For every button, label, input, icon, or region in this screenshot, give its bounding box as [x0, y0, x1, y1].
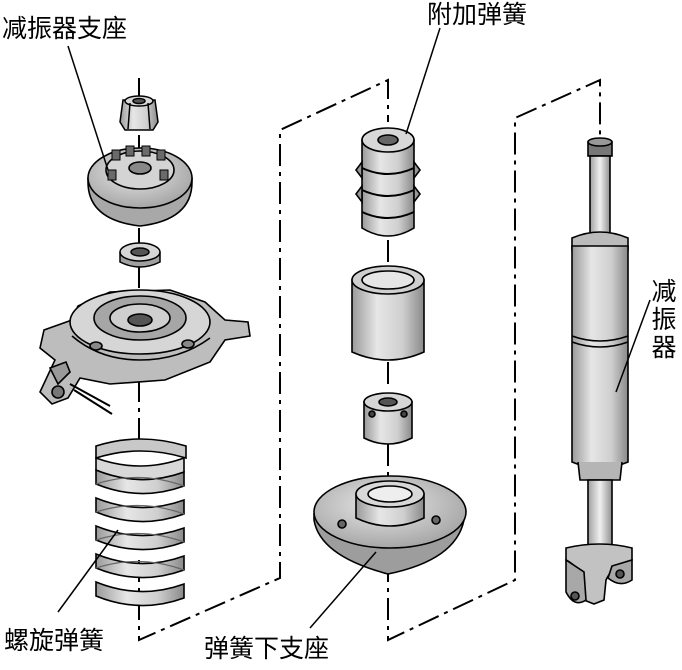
coil-spring-part: [95, 438, 187, 607]
shock-absorber-label: 减振器: [651, 277, 677, 362]
lower-spring-seat-label: 弹簧下支座: [204, 634, 330, 663]
stop-bushing: [363, 392, 413, 445]
lower-spring-seat-part: [313, 475, 467, 575]
strut-mount-label: 减振器支座: [2, 14, 128, 43]
aux-spring-part: [355, 127, 421, 237]
mount-housing: [39, 289, 251, 415]
shock-absorber-part: [565, 137, 633, 605]
dust-boot: [351, 265, 425, 361]
strut-mount-part: [87, 145, 193, 227]
strut-nut: [119, 95, 159, 131]
assembly-guide-lines: [138, 78, 601, 642]
coil-spring-label: 螺旋弹簧: [4, 626, 105, 655]
leader-lines: [57, 27, 651, 629]
aux-spring-label: 附加弹簧: [427, 0, 528, 29]
washer: [119, 242, 161, 268]
